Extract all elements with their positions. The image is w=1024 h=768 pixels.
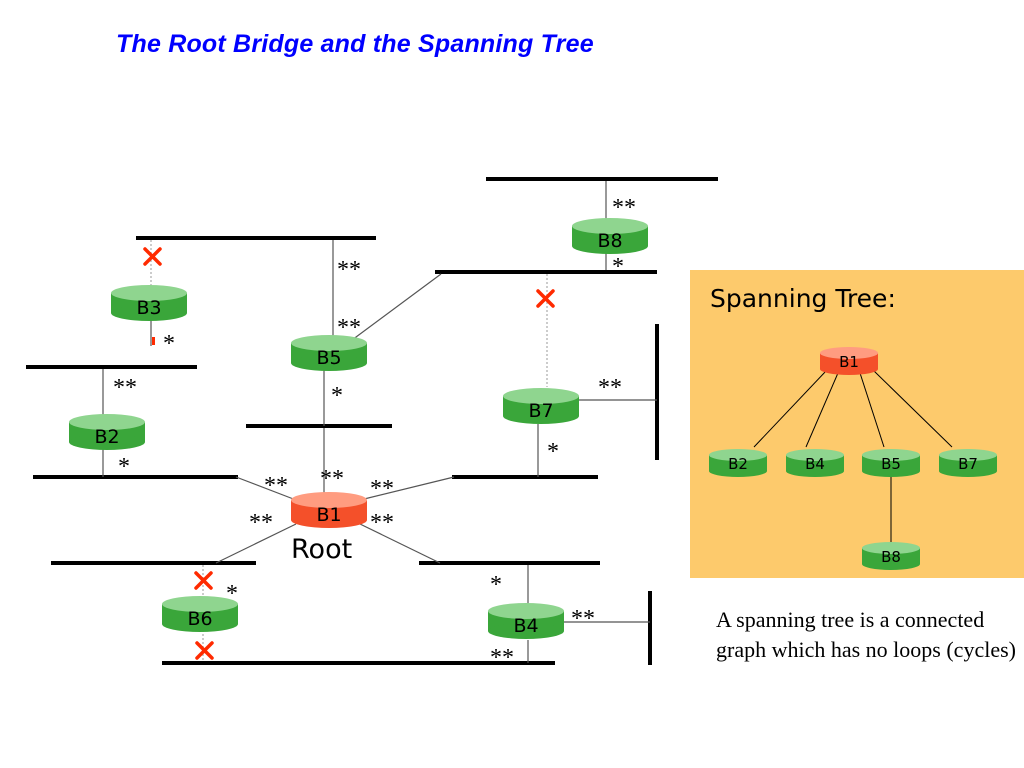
svg-text:B4: B4 [805,455,825,473]
bridge-b4: B4 [488,603,564,639]
active-links [102,181,657,663]
caption-text: A spanning tree is a connected graph whi… [716,607,1016,662]
link-b1-right [359,476,455,501]
svg-text:B4: B4 [513,615,538,637]
port-mark: ** [249,510,273,536]
spanning-tree-panel: Spanning Tree: B1 B2 B4 [690,270,1024,578]
svg-text:B8: B8 [881,548,901,566]
designated-port-marks: ** ** ** ** ** ** ** ** ** ** ** ** [113,195,636,671]
svg-text:B8: B8 [597,230,622,252]
tree-node-b1: B1 [820,347,878,375]
bridge-b2: B2 [69,414,145,450]
tree-node-b7: B7 [939,449,997,477]
svg-text:B6: B6 [187,608,212,630]
svg-text:B1: B1 [316,504,341,526]
port-mark: ** [490,645,514,671]
bridge-b5: B5 [291,335,367,371]
blocked-port-icon [143,247,162,266]
port-mark: * [612,254,624,280]
blocked-port-icon [536,289,555,308]
root-label: Root [291,534,352,565]
blocked-port-marks [143,247,555,660]
tree-edge-b1-b7 [873,370,953,448]
svg-text:B7: B7 [958,455,978,473]
port-mark: * [226,581,238,607]
port-mark: ** [571,606,595,632]
svg-text:B1: B1 [839,353,859,371]
bridge-b3: B3 [111,285,187,321]
port-mark: ** [337,257,361,283]
bridge-b6: B6 [162,596,238,632]
bridge-b8: B8 [572,218,648,254]
tree-node-b8: B8 [862,542,920,570]
svg-text:B2: B2 [728,455,748,473]
link-b1-left [235,476,297,501]
port-mark: ** [612,195,636,221]
link-b5-diag [351,273,442,341]
svg-text:B5: B5 [881,455,901,473]
tree-edge-b1-b2 [753,370,827,448]
tree-edges [753,370,953,546]
bridge-b1-root: B1 [291,492,367,528]
port-mark: * [547,439,559,465]
link-b1-lowright [359,523,441,564]
link-b1-lowleft [215,523,297,564]
blocked-port-stub [152,337,155,345]
port-mark: * [118,454,130,480]
svg-text:B7: B7 [528,400,553,422]
port-mark: ** [370,476,394,502]
svg-text:B5: B5 [316,347,341,369]
spanning-tree-heading: Spanning Tree: [710,284,896,313]
svg-text:B3: B3 [136,297,161,319]
spanning-tree-graph: B1 B2 B4 B5 B7 B8 [709,347,997,570]
port-mark: ** [264,473,288,499]
bridge-b7: B7 [503,388,579,424]
port-mark: ** [598,375,622,401]
tree-edge-b1-b5 [859,372,885,448]
port-mark: * [331,383,343,409]
root-port-marks: * * * * * * * [118,254,624,607]
port-mark: ** [337,315,361,341]
port-mark: ** [370,510,394,536]
blocked-port-icon [194,571,213,590]
tree-node-b4: B4 [786,449,844,477]
port-mark: ** [320,466,344,492]
tree-node-b2: B2 [709,449,767,477]
port-mark: * [490,572,502,598]
blocked-port-icon [195,641,214,660]
svg-text:B2: B2 [94,426,119,448]
port-mark: ** [113,375,137,401]
tree-node-b5: B5 [862,449,920,477]
tree-edge-b1-b4 [805,372,839,448]
slide-title: The Root Bridge and the Spanning Tree [116,30,594,58]
port-mark: * [163,331,175,357]
lan-segments [26,177,718,665]
